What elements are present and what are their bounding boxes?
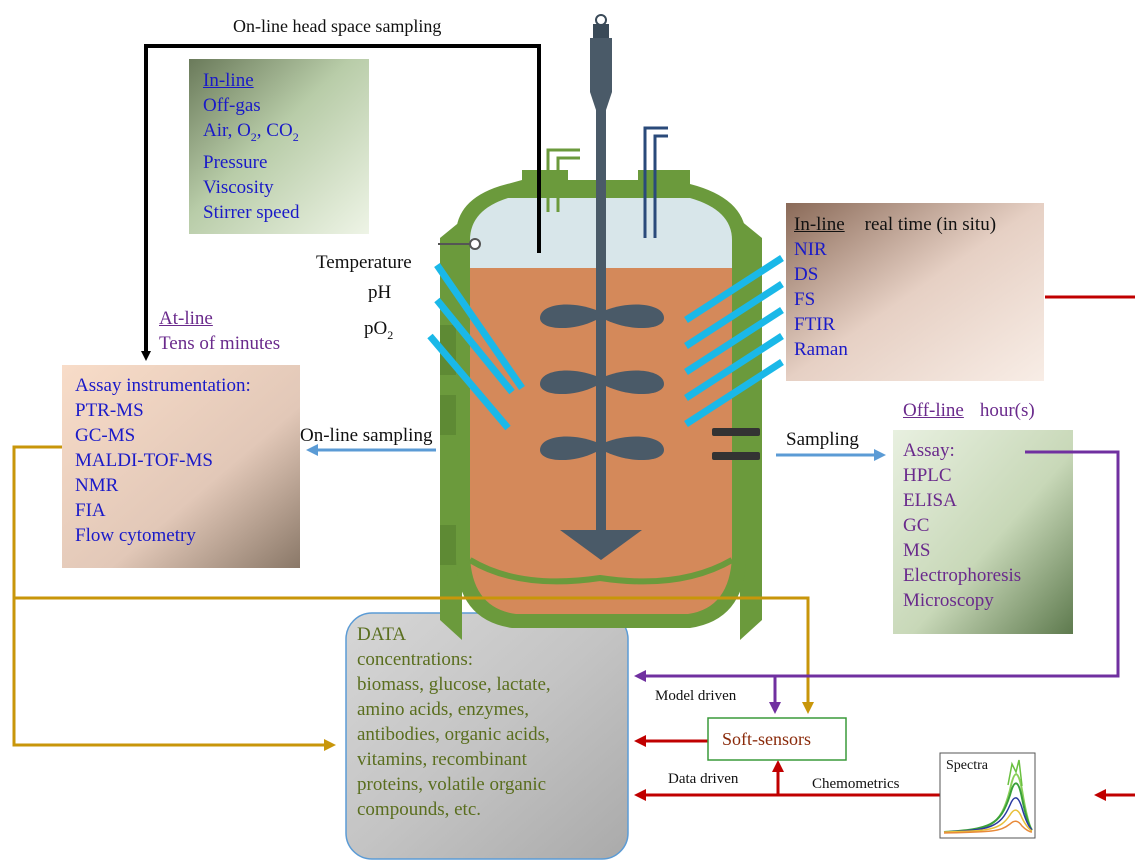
assay-instr-item: GC-MS <box>75 425 136 446</box>
data-line: antibodies, organic acids, <box>357 724 550 745</box>
data-line: amino acids, enzymes, <box>357 699 530 720</box>
model-driven-label: Model driven <box>655 688 737 704</box>
assay-item: Electrophoresis <box>903 565 1022 586</box>
soft-sensors-box-bg <box>707 717 847 761</box>
data-box: DATA concentrations: biomass, glucose, l… <box>357 622 551 822</box>
assay-item: HPLC <box>903 465 952 486</box>
assay-item: Microscopy <box>903 590 994 611</box>
inline-top-item: Off-gas <box>203 95 261 116</box>
gold-lines <box>12 445 814 751</box>
inline-right-item: FS <box>794 289 816 310</box>
assay-instr-title: Assay instrumentation: <box>75 375 251 396</box>
data-line: concentrations: <box>357 649 474 670</box>
inline-right-item: Raman <box>794 339 848 360</box>
assay-item: MS <box>903 540 931 561</box>
assay-item: GC <box>903 515 930 536</box>
sampling-label: Sampling <box>786 429 859 450</box>
inline-top-item: Viscosity <box>203 176 274 198</box>
assay-instr-box-bg <box>62 365 300 568</box>
inline-right-item: FTIR <box>794 314 836 335</box>
atline-title: At-line <box>159 308 213 329</box>
assay-instr-item: MALDI-TOF-MS <box>75 450 213 471</box>
data-line: vitamins, recombinant <box>357 749 527 770</box>
assay-box-bg <box>893 430 1073 634</box>
headspace-label: On-line head space sampling <box>233 16 442 36</box>
ph-label: pH <box>368 282 392 303</box>
data-line: proteins, volatile organic <box>357 774 547 795</box>
inline-top-item: Stirrer speed <box>203 201 300 223</box>
left-probes <box>427 263 525 431</box>
inline-right-box-bg <box>786 203 1044 381</box>
assay-instr-item: Flow cytometry <box>75 525 196 546</box>
spectra-plot <box>939 752 1036 839</box>
inline-right-item: DS <box>794 264 819 285</box>
inline-top-item: Pressure <box>203 151 268 173</box>
po2-label: pO2 <box>364 318 394 342</box>
spectra-label: Spectra <box>946 758 988 773</box>
assay-box: Assay: HPLC ELISA GC MS Electrophoresis … <box>903 438 1021 613</box>
temperature-label: Temperature <box>316 252 412 273</box>
assay-instr-item: PTR-MS <box>75 400 144 421</box>
online-sampling-label: On-line sampling <box>300 425 433 446</box>
inline-top-box-bg <box>189 59 369 234</box>
red-lines <box>634 295 1135 801</box>
data-line: compounds, etc. <box>357 799 482 820</box>
right-probes <box>684 255 784 427</box>
inline-top-box: In-line Off-gas Air, O2, CO2 Pressure Vi… <box>203 68 300 225</box>
assay-instr-item: NMR <box>75 475 119 496</box>
assay-instr-box: Assay instrumentation: PTR-MS GC-MS MALD… <box>75 373 251 548</box>
headspace-line <box>141 44 541 361</box>
assay-instr-item: FIA <box>75 500 106 521</box>
inline-right-item: NIR <box>794 239 827 260</box>
data-driven-label: Data driven <box>668 771 739 787</box>
assay-title: Assay: <box>903 440 955 461</box>
inline-top-title: In-line <box>203 70 254 91</box>
soft-sensors-label: Soft-sensors <box>722 729 811 749</box>
gas-line: Air, O2, CO2 <box>203 120 299 144</box>
atline-subtitle: Tens of minutes <box>159 333 281 354</box>
data-title: DATA <box>357 624 407 645</box>
chemometrics-label: Chemometrics <box>812 776 900 792</box>
data-line: biomass, glucose, lactate, <box>357 674 551 695</box>
purple-lines <box>634 450 1120 714</box>
assay-item: ELISA <box>903 490 957 511</box>
